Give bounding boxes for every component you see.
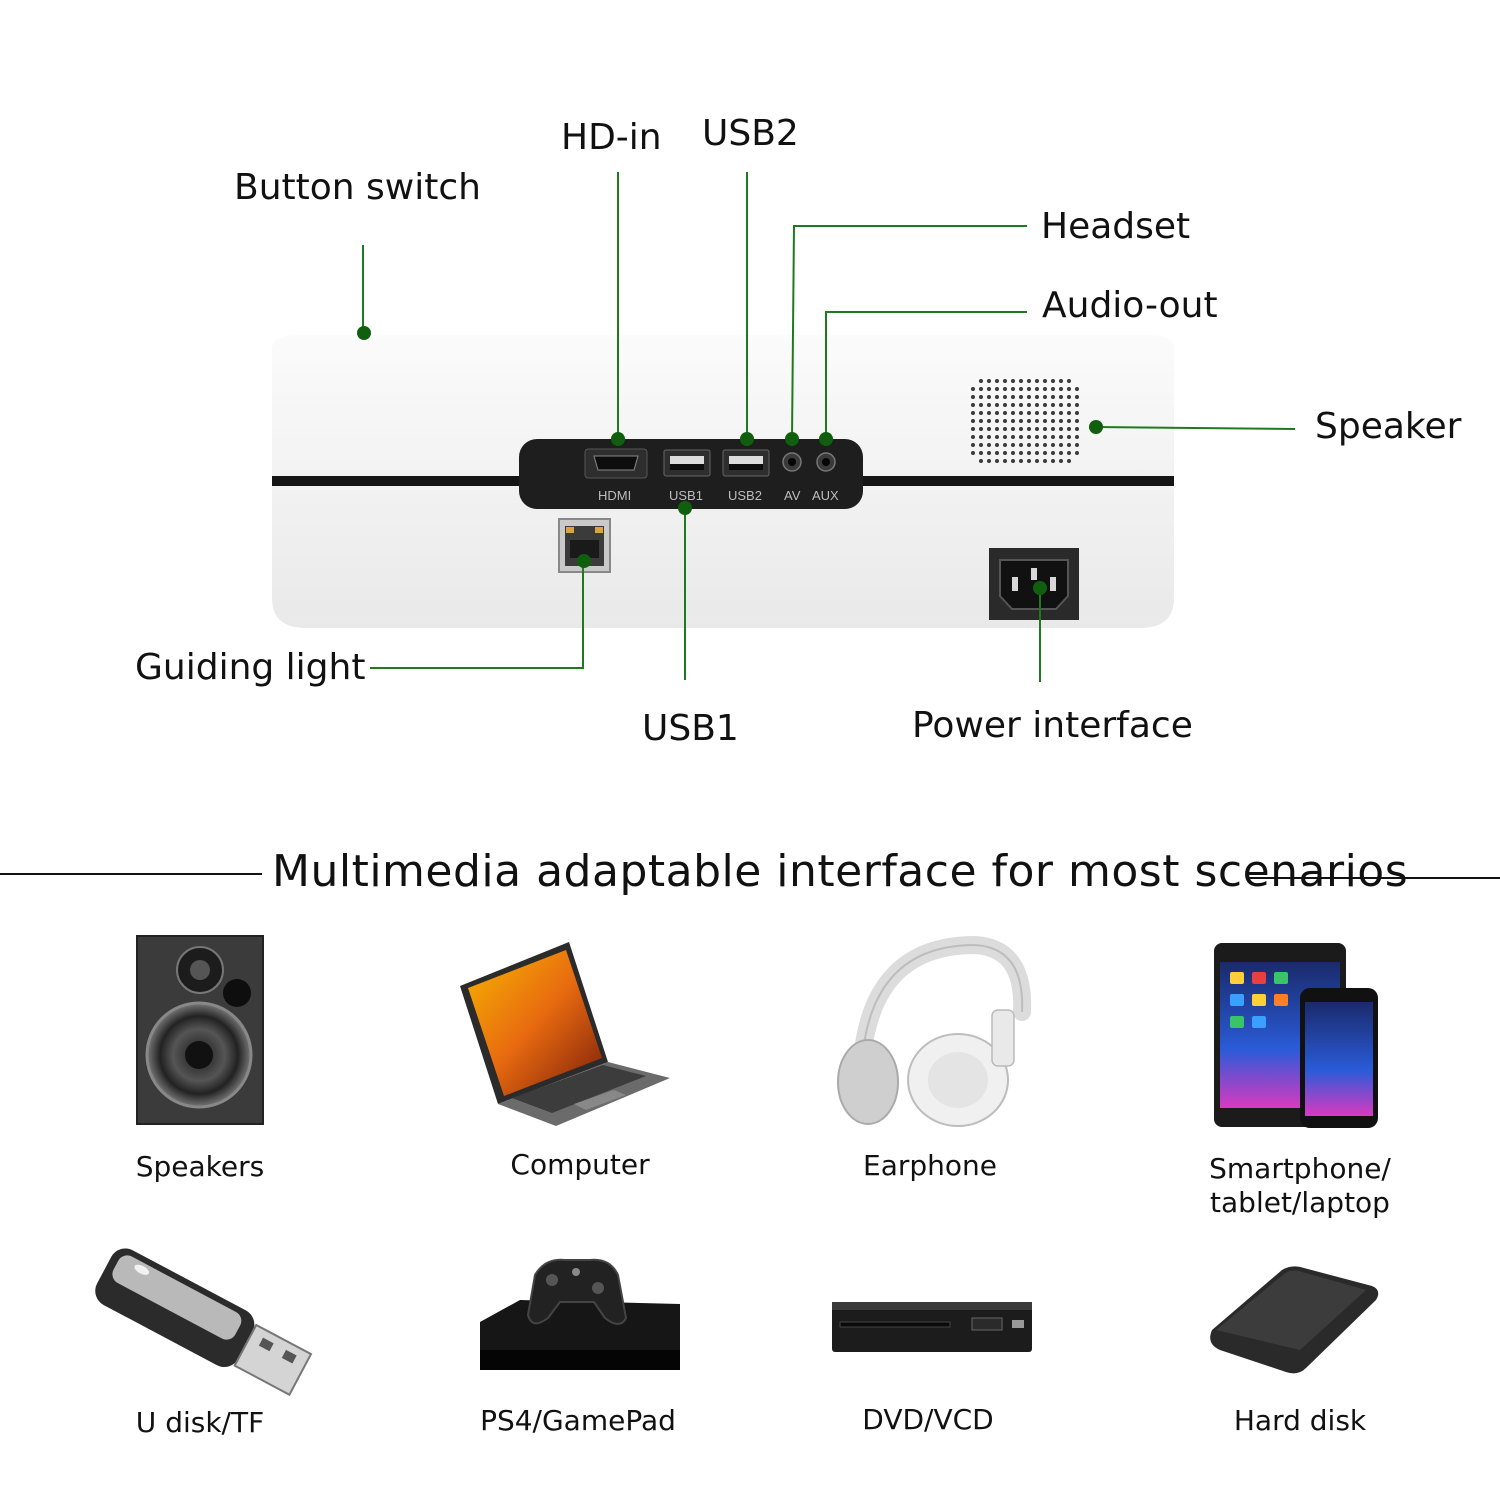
headline-rule-right	[1246, 877, 1500, 879]
device-label-speakers: Speakers	[135, 1150, 265, 1183]
callout-guiding-light: Guiding light	[135, 647, 366, 688]
port-label-usb1: USB1	[669, 488, 703, 503]
game-console-icon	[480, 1258, 680, 1370]
callout-headset: Headset	[1041, 206, 1191, 247]
port-label-av: AV	[784, 488, 801, 503]
callout-hd-in: HD-in	[561, 117, 662, 158]
callout-lines	[362, 172, 1296, 682]
device-label-u-disk: U disk/TF	[135, 1406, 265, 1439]
callout-usb1: USB1	[642, 708, 739, 749]
hdmi-port-icon	[584, 448, 648, 479]
section-headline: Multimedia adaptable interface for most …	[272, 846, 1409, 897]
hard-disk-icon	[1210, 1266, 1379, 1374]
device-label-computer: Computer	[510, 1148, 650, 1181]
usb-drive-icon	[95, 1248, 313, 1397]
av-jack-icon	[782, 452, 802, 472]
power-inlet-icon	[989, 548, 1079, 620]
device-label-dvd: DVD/VCD	[862, 1403, 994, 1436]
device-label-smartphone: Smartphone/ tablet/laptop	[1209, 1152, 1391, 1219]
device-label-gamepad: PS4/GamePad	[480, 1404, 676, 1437]
callout-usb2: USB2	[702, 113, 799, 154]
tablet-phone-icon	[1214, 943, 1378, 1128]
aux-jack-icon	[816, 452, 836, 472]
device-label-earphone: Earphone	[863, 1149, 997, 1182]
callout-audio-out: Audio-out	[1042, 285, 1218, 326]
speaker-grille-icon	[971, 379, 1079, 463]
port-label-hdmi: HDMI	[598, 488, 632, 503]
dvd-player-icon	[832, 1302, 1032, 1352]
usb1-port-icon	[663, 449, 711, 477]
headphones-icon	[837, 935, 1032, 1127]
port-label-usb2: USB2	[728, 488, 762, 503]
callout-power-interface: Power interface	[912, 705, 1193, 746]
laptop-icon	[460, 942, 670, 1126]
device-label-hard-disk: Hard disk	[1233, 1404, 1367, 1437]
port-panel	[519, 439, 863, 509]
port-label-aux: AUX	[812, 488, 839, 503]
speaker-cabinet-icon	[136, 935, 264, 1125]
headline-rule-left	[0, 873, 262, 875]
usb2-port-icon	[722, 449, 770, 477]
callout-button-switch: Button switch	[234, 167, 481, 208]
callout-speaker: Speaker	[1315, 406, 1462, 447]
callout-dots	[357, 326, 1103, 595]
